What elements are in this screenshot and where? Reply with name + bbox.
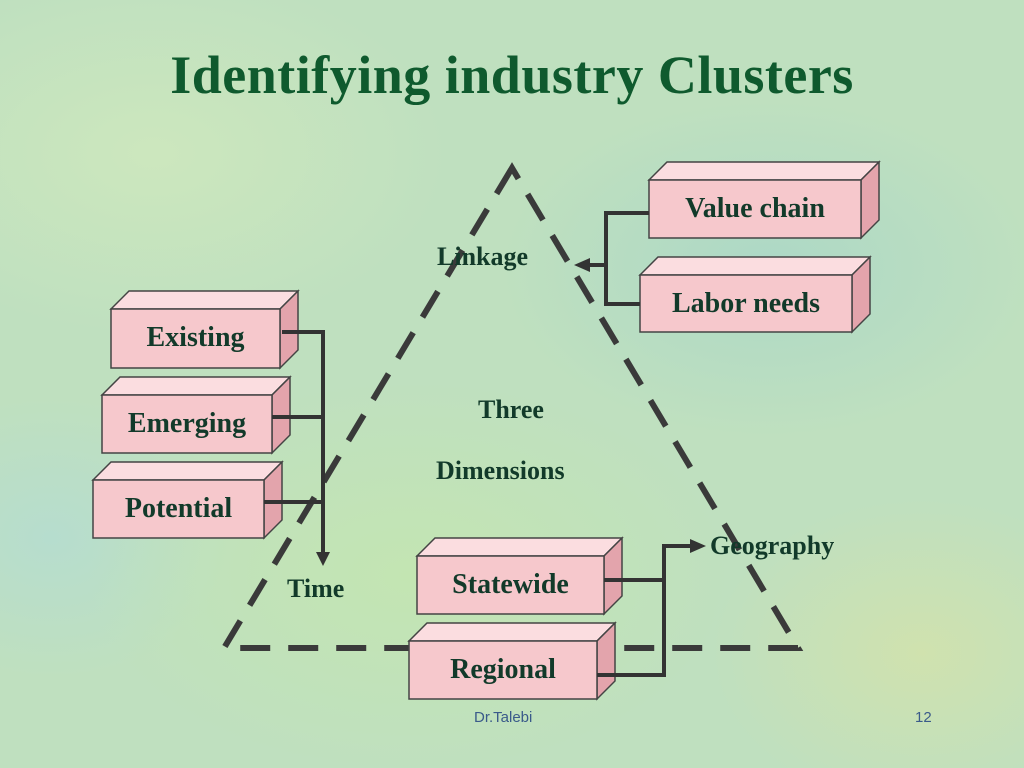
potential-text: Potential: [124, 493, 233, 524]
box-statewide: [415, 536, 624, 616]
statewide-text: Statewide: [452, 569, 569, 600]
value-chain-text: Value chain: [685, 193, 825, 224]
linkage-connector: [588, 211, 649, 306]
time-label: Time: [287, 574, 345, 603]
box-labor-needs: [638, 255, 872, 334]
existing-text: Existing: [146, 322, 245, 353]
linkage-label: Linkage: [437, 242, 529, 271]
footer-author: Dr.Talebi: [474, 709, 533, 726]
box-regional: [407, 621, 617, 701]
center-label-line2: Dimensions: [436, 456, 565, 485]
geography-arrowhead: [690, 539, 706, 553]
box-value-chain: [647, 160, 881, 240]
emerging-text: Emerging: [127, 408, 247, 439]
page-number: 12: [915, 709, 932, 726]
slide-title: Identifying industry Clusters: [170, 45, 854, 105]
dimension-triangle: [218, 162, 804, 651]
box-emerging: [100, 375, 292, 455]
linkage-arrowhead: [574, 258, 590, 272]
labor-needs-text: Labor needs: [671, 288, 821, 319]
time-connector: [264, 330, 325, 552]
geography-label: Geography: [710, 531, 835, 560]
time-arrowhead: [316, 552, 330, 566]
regional-text: Regional: [450, 654, 556, 685]
geography-connector: [597, 544, 692, 677]
center-label-line1: Three: [478, 395, 544, 424]
box-existing: [109, 289, 300, 370]
